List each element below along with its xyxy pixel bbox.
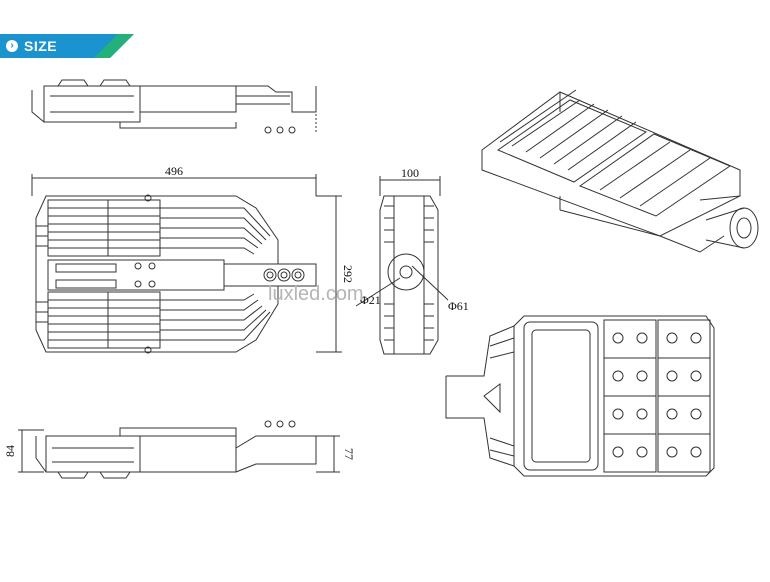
isometric-view (481, 89, 759, 253)
chevron-right-icon: › (6, 40, 18, 52)
dim-top-width: 496 (165, 164, 183, 178)
dim-top-height: 292 (341, 265, 355, 283)
banner-background (0, 34, 134, 58)
dim-side-width: 100 (401, 166, 419, 180)
side-view-top (31, 79, 317, 134)
watermark: luxled.com (268, 283, 364, 305)
plan-view (31, 174, 342, 354)
banner-title: SIZE (24, 38, 58, 54)
dim-bottom-left-height: 84 (3, 445, 17, 457)
dim-diam-large: Φ61 (448, 299, 469, 313)
dim-bottom-right-height: 77 (342, 448, 356, 460)
size-banner: › SIZE (0, 34, 134, 58)
dim-diam-small: Φ21 (360, 293, 381, 307)
led-view (445, 315, 715, 477)
end-view (355, 176, 449, 355)
side-view-bottom (18, 420, 340, 479)
